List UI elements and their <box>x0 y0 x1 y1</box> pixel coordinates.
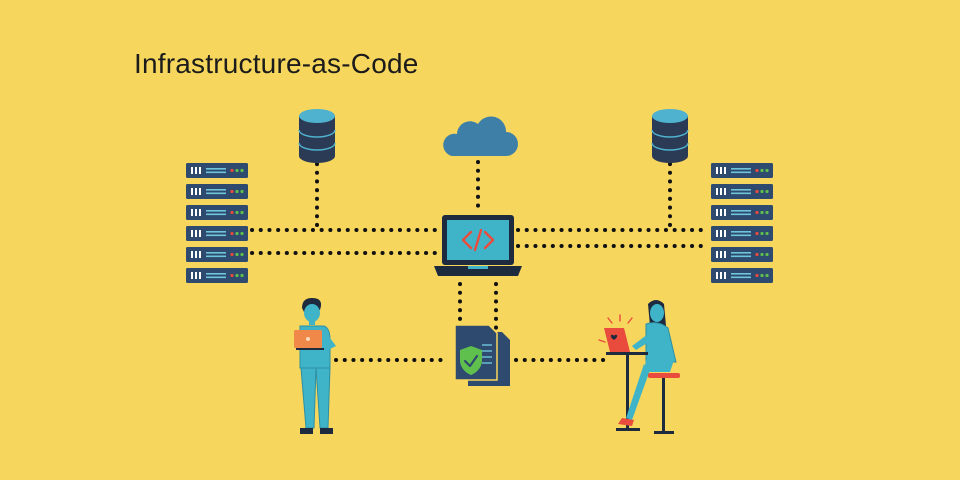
right-server-rack <box>711 163 773 283</box>
database-icon-right <box>651 109 689 163</box>
database-icon-left <box>298 109 336 163</box>
cloud-icon <box>443 116 518 156</box>
developer-man-icon <box>294 298 336 434</box>
laptop-code-icon <box>434 215 522 276</box>
secure-document-icon <box>454 324 510 386</box>
developer-woman-icon <box>598 300 680 434</box>
left-server-rack <box>186 163 248 283</box>
connection-lines <box>250 160 708 362</box>
page-title: Infrastructure-as-Code <box>134 48 419 79</box>
